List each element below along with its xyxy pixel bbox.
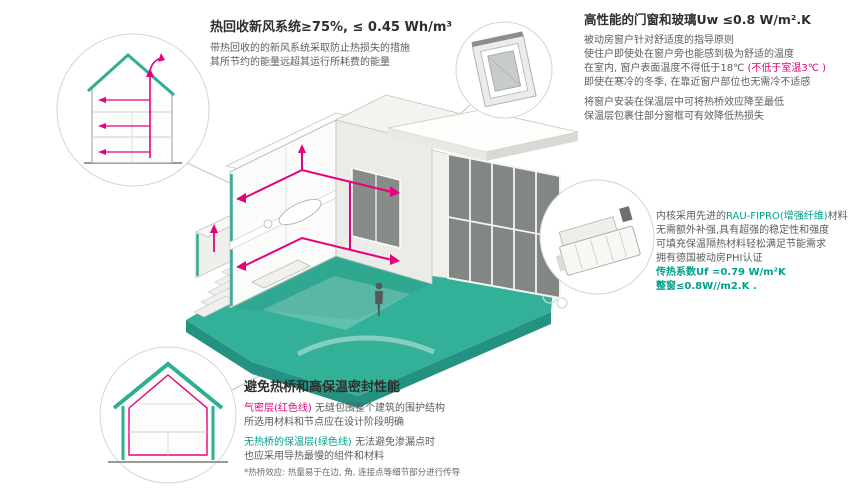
person-figure [375,282,383,316]
windows-text-block: 高性能的门窗和玻璃Uw ≤0.8 W/m².K 被动房窗户针对舒适度的指导原则 … [584,12,862,124]
sink [263,219,273,229]
insulation-green-line [112,361,224,410]
windows-line-1: 被动房窗户针对舒适度的指导原则 [584,34,734,46]
ventilation-ducts [243,150,393,267]
kitchen-counter [251,259,311,289]
windows-line-6: 保温层包裹住部分窗框可有效降低热损失 [584,110,764,122]
thermal-line-1: 气密层(红色线) 无缝包围整个建筑的围护结构 [244,402,574,416]
windows-line-3-text: 在室内, 窗户表面温度不得低于18℃ [584,62,748,74]
bathtub [278,198,322,226]
profile-value-1: 传热系数Uf =0.79 W/m²K [656,267,786,278]
thermal-airtight-label: 气密层(红色线) [244,403,312,415]
profile-line-1: 内核采用先进的RAU-FIPRO(增强纤维)材料 [656,210,865,224]
insulation-roof-line [86,52,175,97]
window-corner-detail-circle [455,21,553,119]
profile-line-3: 可填充保温隔热材料轻松满足节能需求 [656,239,826,250]
ventilation-title-main: 热回收新风系统 [210,20,302,35]
profile-value-2: 整窗≤0.8W//m2.K . [656,281,757,292]
duct-arrows [236,144,400,271]
thermal-footnote: *热桥效应: 热量易于在边, 角, 连接点等细节部分进行传导 [244,468,461,479]
windows-line-4: 即使在寒冷的冬季, 在靠近窗户部位也无需冷不适感 [584,76,811,88]
thermal-insulation-label: 无热桥的保温层(绿色线) [244,437,352,449]
profile-text-block: 内核采用先进的RAU-FIPRO(增强纤维)材料 无需额外补强,具有超强的稳定性… [656,210,865,294]
thermal-detail-circle [99,346,237,484]
windows-title-main: 高性能的门窗和玻璃 [584,12,697,27]
windows-line-2: 使住户即使处在窗户旁也能感到极为舒适的温度 [584,48,794,60]
thermal-text-block: 避免热桥和高保温密封性能 气密层(红色线) 无缝包围整个建筑的围护结构 所选用材… [244,380,574,480]
windows-line-5: 将窗户安装在保温层中可将热桥效应降至最低 [584,96,784,108]
windows-title: 高性能的门窗和玻璃Uw ≤0.8 W/m².K [584,12,862,28]
thermal-line-1-rest: 无缝包围整个建筑的围护结构 [311,403,445,415]
thermal-line-3-rest: 无法避免渗漏点时 [351,437,435,449]
windows-line-3-highlight: (不低于室温3℃ ) [747,62,827,74]
house-main [224,94,579,320]
ventilation-detail-circle [56,33,210,187]
profile-line-2: 无需额外补强,具有超强的稳定性和强度 [656,225,830,236]
ventilation-airflow [98,53,165,158]
ventilation-text-block: 热回收新风系统≥75%, ≤ 0.45 Wh/m³ 带热回收的的新风系统采取防止… [210,20,480,70]
windows-line-3: 在室内, 窗户表面温度不得低于18℃ (不低于室温3℃ ) [584,62,862,76]
profile-line-1-highlight: RAU-FIPRO(增强纤维) [726,211,828,222]
thermal-line-3: 无热桥的保温层(绿色线) 无法避免渗漏点时 [244,436,574,450]
thermal-line-4: 也应采用导热最慢的组件和材料 [244,451,384,463]
ventilation-title-value: ≥75%, ≤ 0.45 Wh/m³ [301,20,453,35]
ventilation-line-2: 其所节约的能量远超其运行所耗费的能量 [210,57,390,69]
profile-line-1-post: 材料 [827,211,848,222]
profile-line-4: 拥有德国被动房PHI认证 [656,253,763,264]
windows-title-value: Uw ≤0.8 W/m².K [696,12,811,27]
ventilation-title: 热回收新风系统≥75%, ≤ 0.45 Wh/m³ [210,20,480,36]
thermal-title: 避免热桥和高保温密封性能 [244,380,401,395]
ventilation-line-1: 带热回收的的新风系统采取防止热损失的措施 [210,43,410,55]
thermal-line-2: 所选用材料和节点应在设计阶段明确 [244,417,404,429]
window-profile-detail-circle [539,179,655,295]
profile-line-1-pre: 内核采用先进的 [656,211,726,222]
